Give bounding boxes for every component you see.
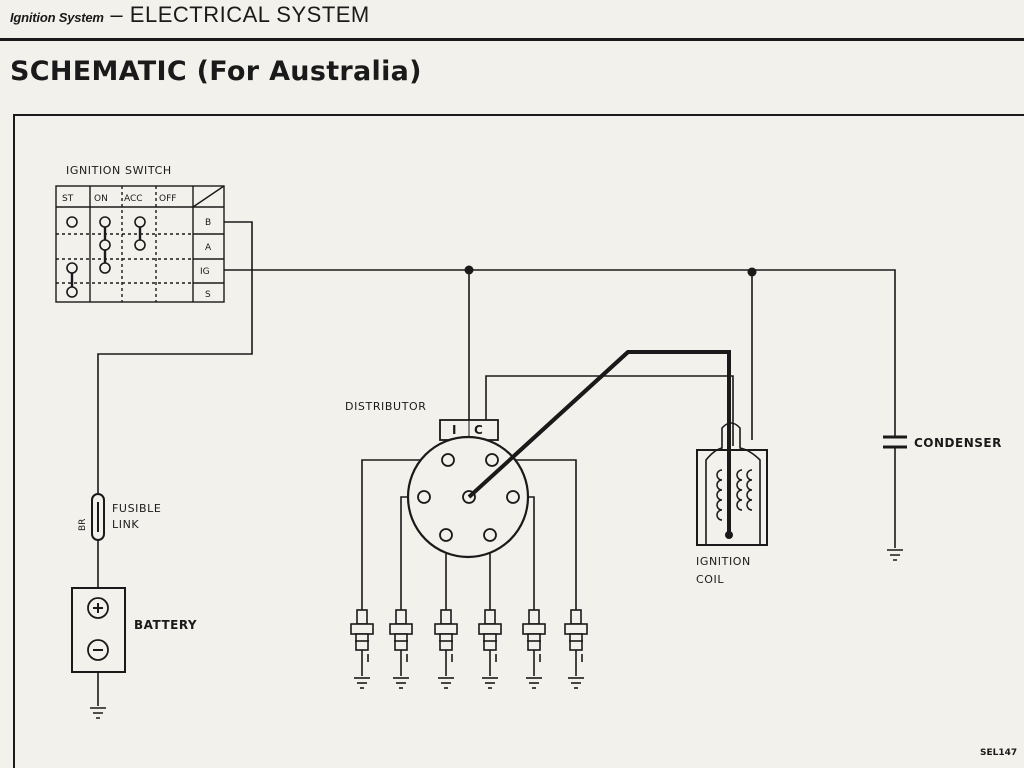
condenser-label: CONDENSER — [914, 436, 1002, 450]
spark-plug-2 — [389, 609, 413, 689]
spark-plug-1 — [350, 609, 374, 689]
ignition-switch-label: IGNITION SWITCH — [66, 164, 172, 177]
ignition-switch: IGNITION SWITCH ST ON ACC OFF B A IG S — [55, 164, 225, 303]
battery-ground-icon — [90, 707, 106, 719]
switch-pos-st: ST — [62, 194, 74, 204]
battery-positive-icon — [87, 597, 109, 619]
reference-code: SEL147 — [980, 748, 1017, 758]
diagram-frame — [13, 114, 1024, 768]
condenser: CONDENSER — [883, 435, 1002, 561]
spark-plug-5 — [522, 609, 546, 689]
switch-term-s: S — [205, 290, 211, 300]
spark-plugs — [350, 609, 588, 689]
spark-plug-6 — [564, 609, 588, 689]
fusible-link: FUSIBLE LINK BR — [78, 493, 161, 541]
switch-term-b: B — [205, 218, 211, 228]
spark-plug-3 — [434, 609, 458, 689]
ignition-coil-label-1: IGNITION — [696, 555, 751, 568]
header-title: ELECTRICAL SYSTEM — [129, 2, 370, 27]
distributor-terminal-c: C — [474, 423, 483, 437]
header-rule — [0, 38, 1024, 41]
fusible-link-label-2: LINK — [112, 518, 139, 531]
spark-plug-4 — [478, 609, 502, 689]
fusible-link-label-1: FUSIBLE — [112, 502, 161, 515]
header: Ignition System – ELECTRICAL SYSTEM — [10, 2, 370, 28]
switch-term-a: A — [205, 243, 212, 253]
distributor: DISTRIBUTOR I C — [345, 350, 630, 559]
switch-pos-on: ON — [94, 194, 108, 204]
switch-pos-off: OFF — [159, 194, 176, 204]
ignition-coil-label-2: COIL — [696, 573, 724, 586]
ignition-coil: IGNITION COIL — [696, 422, 768, 586]
fusible-link-wire-color: BR — [78, 519, 88, 531]
wiring — [97, 221, 896, 706]
battery-negative-icon — [87, 639, 109, 661]
battery-label: BATTERY — [134, 618, 197, 632]
junction-dots — [464, 265, 757, 539]
distributor-terminal-i: I — [452, 423, 457, 437]
battery: BATTERY — [71, 587, 197, 719]
page-title: SCHEMATIC (For Australia) — [10, 56, 422, 87]
header-separator: – — [110, 2, 124, 27]
switch-term-ig: IG — [200, 267, 210, 277]
header-section-name: Ignition System — [10, 10, 104, 25]
distributor-label: DISTRIBUTOR — [345, 400, 427, 413]
switch-pos-acc: ACC — [124, 194, 143, 204]
